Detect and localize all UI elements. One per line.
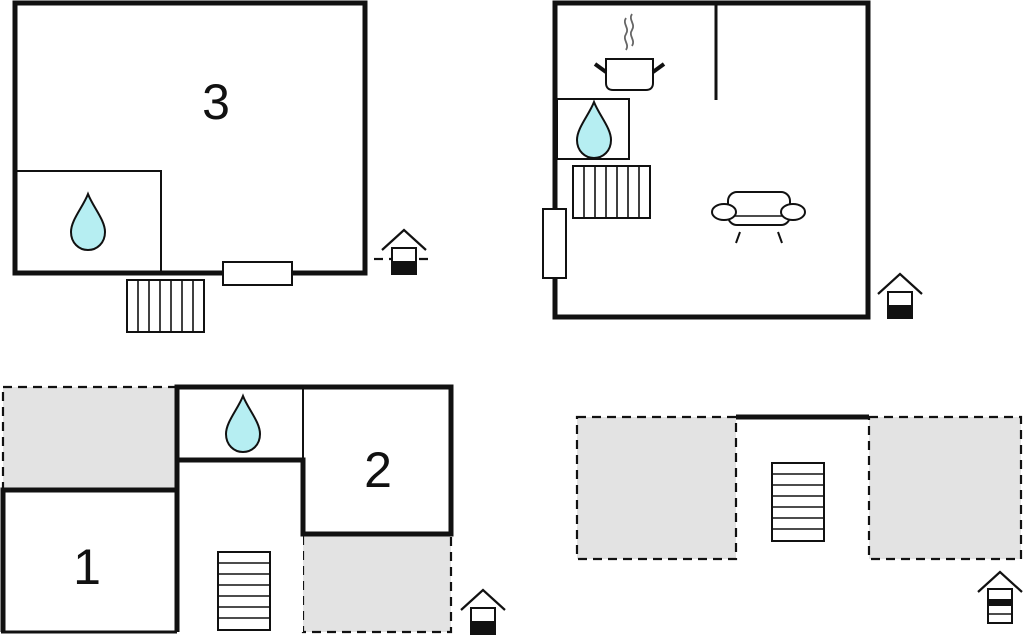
shaded-area-bottom-right <box>301 533 453 634</box>
outer-walls <box>0 384 454 632</box>
floor-plan-bottom-left: 1 2 <box>0 384 507 635</box>
floor-plan-bottom-right <box>575 414 1023 624</box>
room-label-3: 3 <box>202 74 230 130</box>
window-icon <box>542 208 567 279</box>
room-label-1: 1 <box>73 539 101 595</box>
shaded-area-right <box>867 415 1023 561</box>
window-icon <box>222 261 293 286</box>
entrance-icon <box>876 272 924 320</box>
room-3-walls <box>12 0 368 276</box>
room-walls <box>552 0 871 320</box>
stairs-icon <box>771 462 825 542</box>
water-drop-icon <box>70 193 106 251</box>
sofa-icon <box>711 191 806 244</box>
floor-plan-top-right <box>542 0 924 320</box>
stove-pot-icon <box>593 13 666 91</box>
shaded-area-left <box>575 415 738 561</box>
entrance-icon <box>977 570 1023 624</box>
shaded-area-top-left <box>1 385 179 492</box>
floor-plan-top-left: 3 <box>12 0 434 333</box>
water-drop-icon <box>225 395 261 453</box>
entrance-icon <box>459 588 507 635</box>
room-label-2: 2 <box>364 442 392 498</box>
stairs-icon <box>217 551 271 631</box>
radiator-icon <box>572 165 651 219</box>
radiator-icon <box>126 279 205 333</box>
bathroom-wall <box>15 170 162 273</box>
entrance-icon <box>374 228 434 276</box>
